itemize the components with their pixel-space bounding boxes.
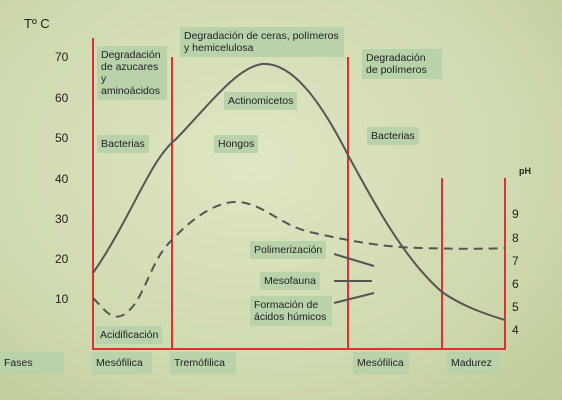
ph-tick-9: 9	[512, 207, 519, 221]
ph-tick-6: 6	[512, 277, 519, 291]
label-degradacion-azucares: Degradación de azucares y aminoácidos	[97, 46, 167, 100]
label-formacion-acidos: Formación de ácidos húmicos	[250, 296, 332, 326]
phase-madurez: Madurez	[447, 352, 499, 374]
ph-tick-4: 4	[512, 323, 519, 337]
temp-axis-title: Tº C	[24, 16, 50, 31]
ph-axis-title: pH	[519, 166, 531, 176]
temp-tick-50: 50	[55, 131, 69, 145]
temp-tick-60: 60	[55, 91, 69, 105]
label-degradacion-ceras: Degradación de ceras, polímeros y hemice…	[180, 27, 344, 57]
ph-tick-7: 7	[512, 254, 519, 268]
label-polimerizacion: Polimerización	[250, 241, 327, 259]
pointer-formacion	[333, 292, 375, 304]
phase-tremofilica: Tremófilica	[170, 352, 236, 374]
temp-tick-40: 40	[55, 172, 69, 186]
phases-title: Fases	[0, 352, 64, 374]
temperature-curve	[92, 62, 506, 321]
label-bacterias-left: Bacterias	[97, 135, 149, 153]
temp-tick-10: 10	[55, 292, 69, 306]
label-mesofauna: Mesofauna	[260, 272, 320, 290]
ph-tick-8: 8	[512, 231, 519, 245]
label-degradacion-polimeros: Degradación de polímeros	[362, 49, 442, 79]
pointer-polimerizacion	[333, 253, 375, 267]
temp-tick-70: 70	[55, 50, 69, 64]
label-bacterias-right: Bacterias	[367, 127, 419, 145]
ph-tick-5: 5	[512, 300, 519, 314]
label-actinomicetos: Actinomicetos	[224, 92, 298, 110]
label-acidificacion: Acidificación	[96, 326, 163, 344]
ph-curve	[92, 200, 506, 318]
temp-tick-30: 30	[55, 212, 69, 226]
phase-mesofilica-1: Mesófilica	[92, 352, 152, 374]
temp-tick-20: 20	[55, 252, 69, 266]
label-hongos: Hongos	[214, 135, 259, 153]
phase-mesofilica-2: Mesófilica	[353, 352, 409, 374]
